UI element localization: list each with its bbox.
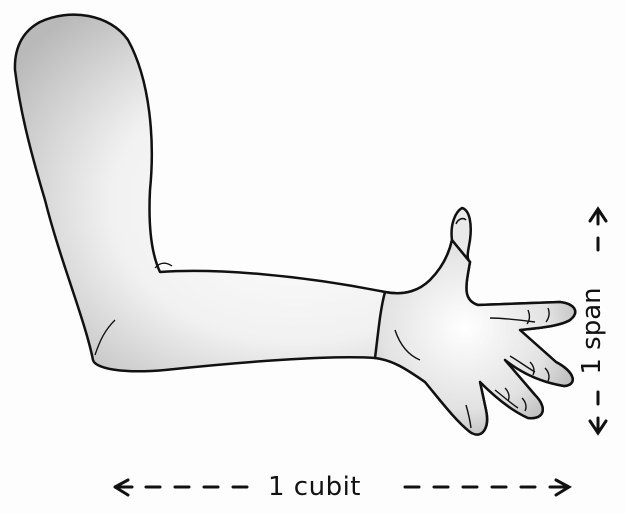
span-label: 1 span	[579, 287, 605, 374]
cubit-label: 1 cubit	[268, 474, 361, 500]
hand-shape	[375, 240, 575, 435]
